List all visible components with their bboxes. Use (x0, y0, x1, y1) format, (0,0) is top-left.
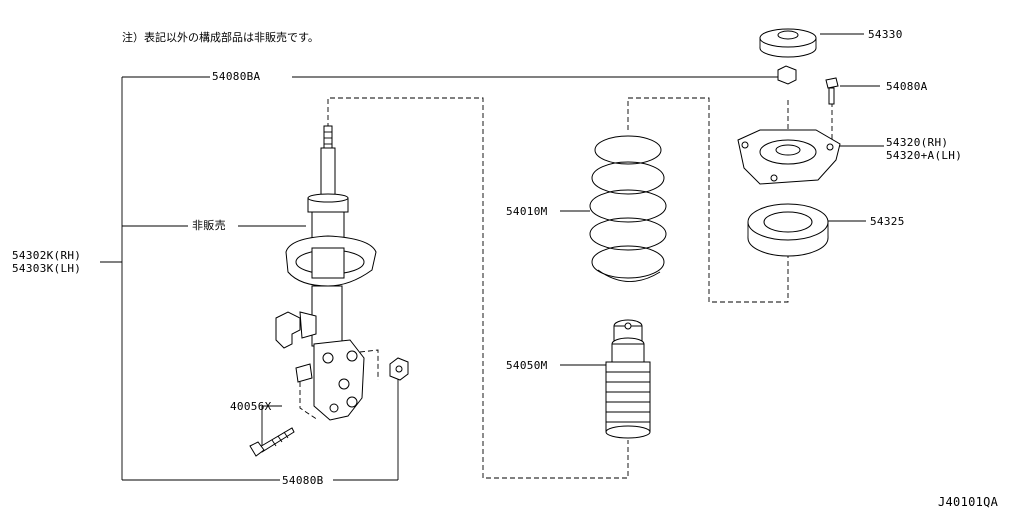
strut-assembly (275, 125, 379, 421)
label-not-sold: 非販売 (192, 219, 226, 232)
diagram-id: J40101QA (938, 495, 999, 509)
nut-54080BA (777, 65, 797, 85)
label-54010M: 54010M (506, 205, 548, 218)
coil-spring (589, 135, 667, 282)
leader-lines (100, 33, 884, 481)
label-54303K: 54303K(LH) (12, 262, 82, 275)
label-54302K: 54302K(RH) (12, 249, 82, 262)
bearing-ring-54325 (747, 203, 829, 257)
label-54080A: 54080A (886, 80, 928, 93)
label-54080B: 54080B (282, 474, 324, 487)
label-40056X: 40056X (230, 400, 272, 413)
strut-mount-54320 (737, 129, 841, 185)
note-text: 注）表記以外の構成部品は非販売です。 (122, 31, 319, 44)
bolt-40056X (249, 427, 295, 457)
dashed-assembly-lines (327, 97, 833, 479)
nut-54080B (389, 357, 409, 381)
label-54050M: 54050M (506, 359, 548, 372)
label-54080BA: 54080BA (212, 70, 261, 83)
label-54320A: 54320+A(LH) (886, 149, 963, 162)
bolt-54080A (825, 77, 839, 105)
bump-stopper-boot (605, 319, 651, 439)
label-54325: 54325 (870, 215, 905, 228)
label-54330: 54330 (868, 28, 903, 41)
cap-54330 (759, 28, 817, 58)
label-54320: 54320(RH) (886, 136, 949, 149)
